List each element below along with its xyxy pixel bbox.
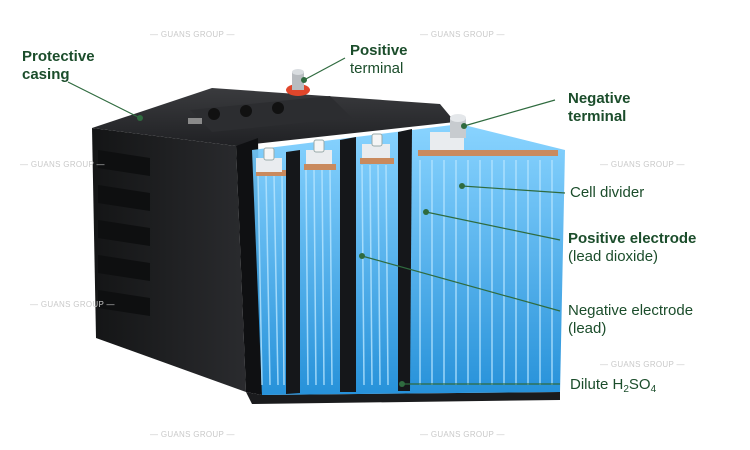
electrolyte-prefix: Dilute H	[570, 376, 624, 393]
leader-dots	[137, 77, 467, 387]
electrolyte-subscript-4: 4	[650, 384, 657, 395]
label-positive-terminal: Positive terminal	[350, 42, 408, 78]
watermark: — GUANS GROUP —	[20, 160, 105, 169]
protective-casing	[92, 88, 560, 404]
label-protective-casing: Protective casing	[22, 48, 95, 84]
watermark: — GUANS GROUP —	[420, 30, 505, 39]
label-line: Negative electrode	[568, 302, 694, 319]
label-positive-electrode: Positive electrode (lead dioxide)	[568, 230, 696, 266]
label-line: Positive electrode	[568, 230, 697, 247]
label-line: terminal	[568, 108, 627, 125]
label-line: Protective	[22, 48, 95, 65]
label-line: (lead dioxide)	[568, 248, 659, 265]
label-line: (lead)	[568, 320, 607, 337]
label-negative-electrode: Negative electrode (lead)	[568, 302, 693, 338]
electrolyte-interior	[252, 124, 565, 395]
positive-terminal-post	[286, 69, 310, 96]
watermark: — GUANS GROUP —	[600, 360, 685, 369]
watermark: — GUANS GROUP —	[30, 300, 115, 309]
watermark: — GUANS GROUP —	[150, 430, 235, 439]
label-line: Negative	[568, 90, 631, 107]
electrolyte-subscript-2: 2	[623, 384, 629, 395]
label-cell-divider: Cell divider	[570, 184, 644, 202]
label-line: Dilute H2SO4	[570, 376, 657, 395]
label-line: Cell divider	[570, 184, 645, 201]
negative-terminal-post	[450, 114, 466, 138]
watermark: — GUANS GROUP —	[420, 430, 505, 439]
label-negative-terminal: Negative terminal	[568, 90, 631, 126]
label-line: Positive	[350, 42, 408, 59]
label-electrolyte: Dilute H2SO4	[570, 376, 657, 395]
label-line: terminal	[350, 60, 404, 77]
watermark: — GUANS GROUP —	[150, 30, 235, 39]
electrolyte-mid: SO	[628, 376, 651, 393]
label-line: casing	[22, 66, 70, 83]
watermark: — GUANS GROUP —	[600, 160, 685, 169]
leader-lines	[67, 57, 566, 385]
